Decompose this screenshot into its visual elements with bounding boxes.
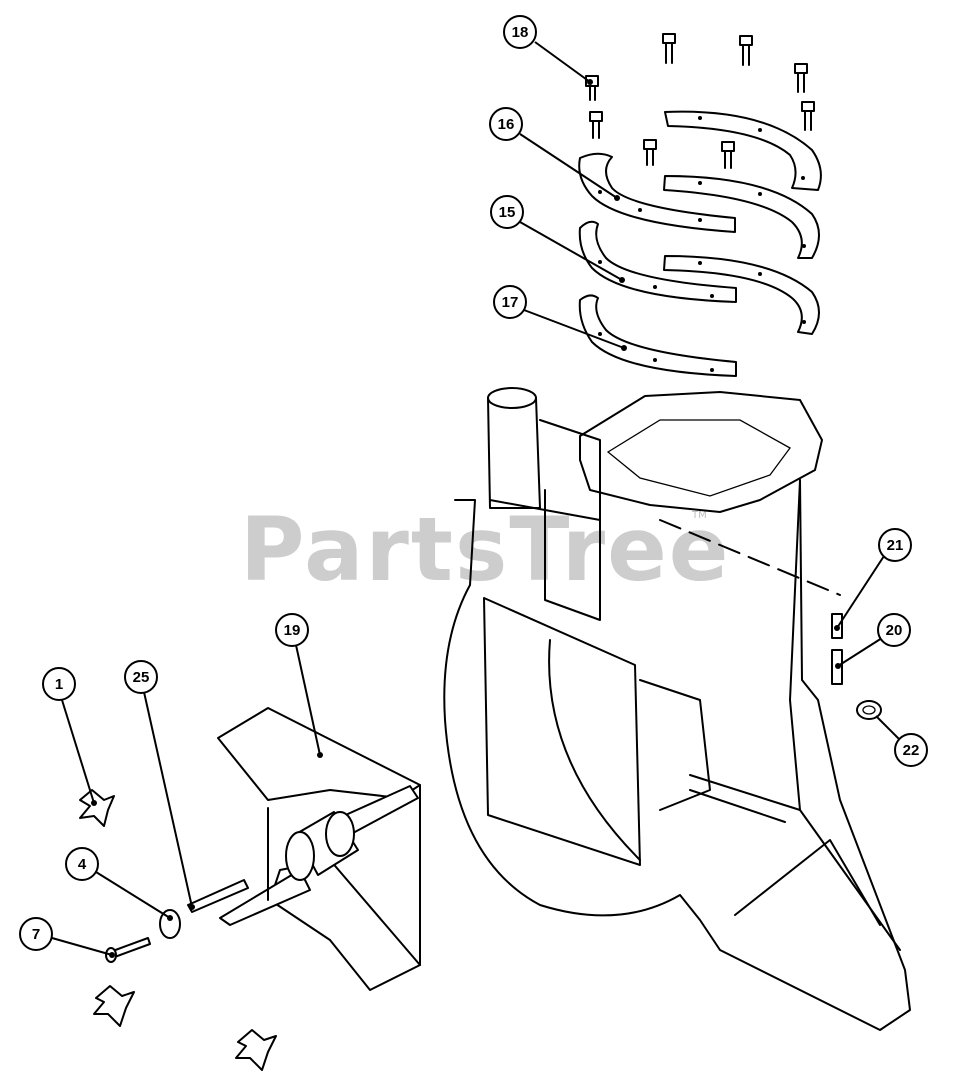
callout-22: 22 <box>875 715 928 767</box>
watermark-text: PartsTree <box>240 498 730 601</box>
bolt <box>739 35 753 66</box>
callout-label-18: 18 <box>512 24 529 41</box>
fan-assembly <box>79 707 421 1071</box>
bolt <box>721 141 735 169</box>
callout-1: 1 <box>42 667 97 806</box>
strip-17 <box>578 294 737 377</box>
callout-4: 4 <box>65 847 173 921</box>
strip-15 <box>578 220 737 303</box>
callout-label-15: 15 <box>499 204 516 221</box>
callout-7: 7 <box>19 917 115 958</box>
arc-strip-top <box>664 110 822 191</box>
arc-strip-mid <box>663 175 820 259</box>
fan-blade-left <box>219 869 311 926</box>
part-4-washer <box>159 909 181 939</box>
callout-17: 17 <box>493 285 627 351</box>
housing-inner-window <box>483 597 641 866</box>
callout-25: 25 <box>124 660 195 910</box>
bolt <box>801 101 815 131</box>
callouts: 18 16 15 17 21 20 22 <box>19 15 928 958</box>
housing-post <box>487 390 541 509</box>
bolt <box>643 139 657 166</box>
callout-label-20: 20 <box>886 622 903 639</box>
callout-label-19: 19 <box>284 622 301 639</box>
watermark: PartsTree TM <box>240 498 730 601</box>
bolt <box>794 63 808 93</box>
housing-body-outline <box>443 479 911 1031</box>
callout-15: 15 <box>490 195 625 283</box>
callout-16: 16 <box>489 107 620 201</box>
callout-20: 20 <box>835 613 911 669</box>
arc-strip-low <box>663 255 820 335</box>
housing-top-flange <box>579 391 823 513</box>
knob <box>235 1029 277 1071</box>
bolt <box>589 111 603 139</box>
callout-label-25: 25 <box>133 669 150 686</box>
housing-strips <box>578 110 822 377</box>
bolts-group <box>585 33 815 169</box>
bolt <box>662 33 676 64</box>
callout-label-1: 1 <box>55 676 63 693</box>
callout-label-16: 16 <box>498 116 515 133</box>
callout-label-4: 4 <box>78 856 87 873</box>
callout-19: 19 <box>275 613 323 758</box>
callout-label-17: 17 <box>502 294 519 311</box>
part-1-knob <box>79 789 115 827</box>
callout-21: 21 <box>834 528 912 631</box>
part-22 <box>856 700 882 720</box>
knob <box>93 985 135 1027</box>
callout-label-7: 7 <box>32 926 40 943</box>
callout-label-22: 22 <box>903 742 920 759</box>
blower-housing <box>443 387 911 1031</box>
callout-label-21: 21 <box>887 537 904 554</box>
watermark-tm: TM <box>691 510 707 521</box>
callout-18: 18 <box>503 15 593 85</box>
